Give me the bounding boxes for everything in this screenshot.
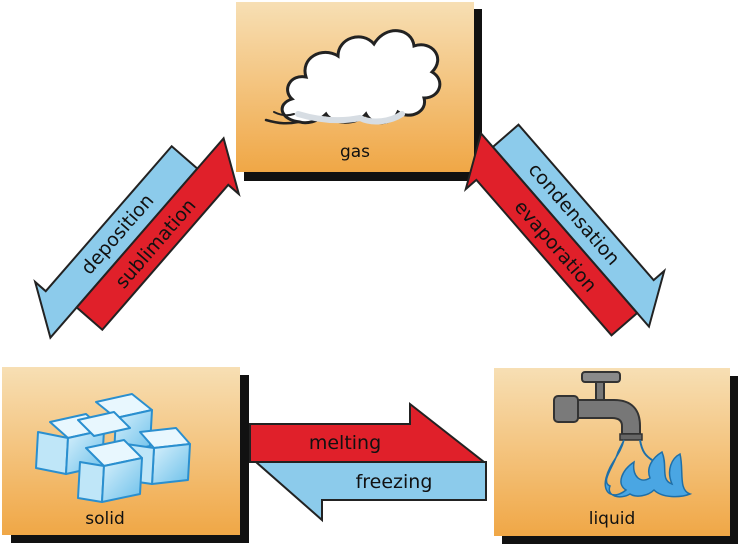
melting-label: melting (309, 432, 381, 454)
gas-box: gas (236, 2, 482, 181)
condensation-arrow (491, 123, 667, 329)
melting-arrow (249, 401, 487, 463)
gas-label: gas (340, 142, 370, 162)
solid-liquid-arrows: melting freezing (249, 401, 487, 523)
solid-box: solid (2, 367, 249, 543)
sublimation-arrow (75, 136, 241, 332)
liquid-box: liquid (494, 368, 738, 544)
solid-label: solid (85, 509, 125, 529)
cloud-puff-icon (264, 29, 442, 125)
faucet-icon (553, 371, 643, 441)
water-stream-icon (604, 439, 693, 498)
solid-gas-arrows: deposition sublimation (33, 136, 241, 340)
gas-liquid-arrows: condensation evaporation (463, 123, 667, 337)
evaporation-arrow (463, 131, 639, 337)
freezing-arrow (253, 461, 487, 523)
liquid-label: liquid (589, 509, 636, 529)
ice-cubes-icon (35, 393, 191, 503)
freezing-label: freezing (356, 471, 433, 493)
